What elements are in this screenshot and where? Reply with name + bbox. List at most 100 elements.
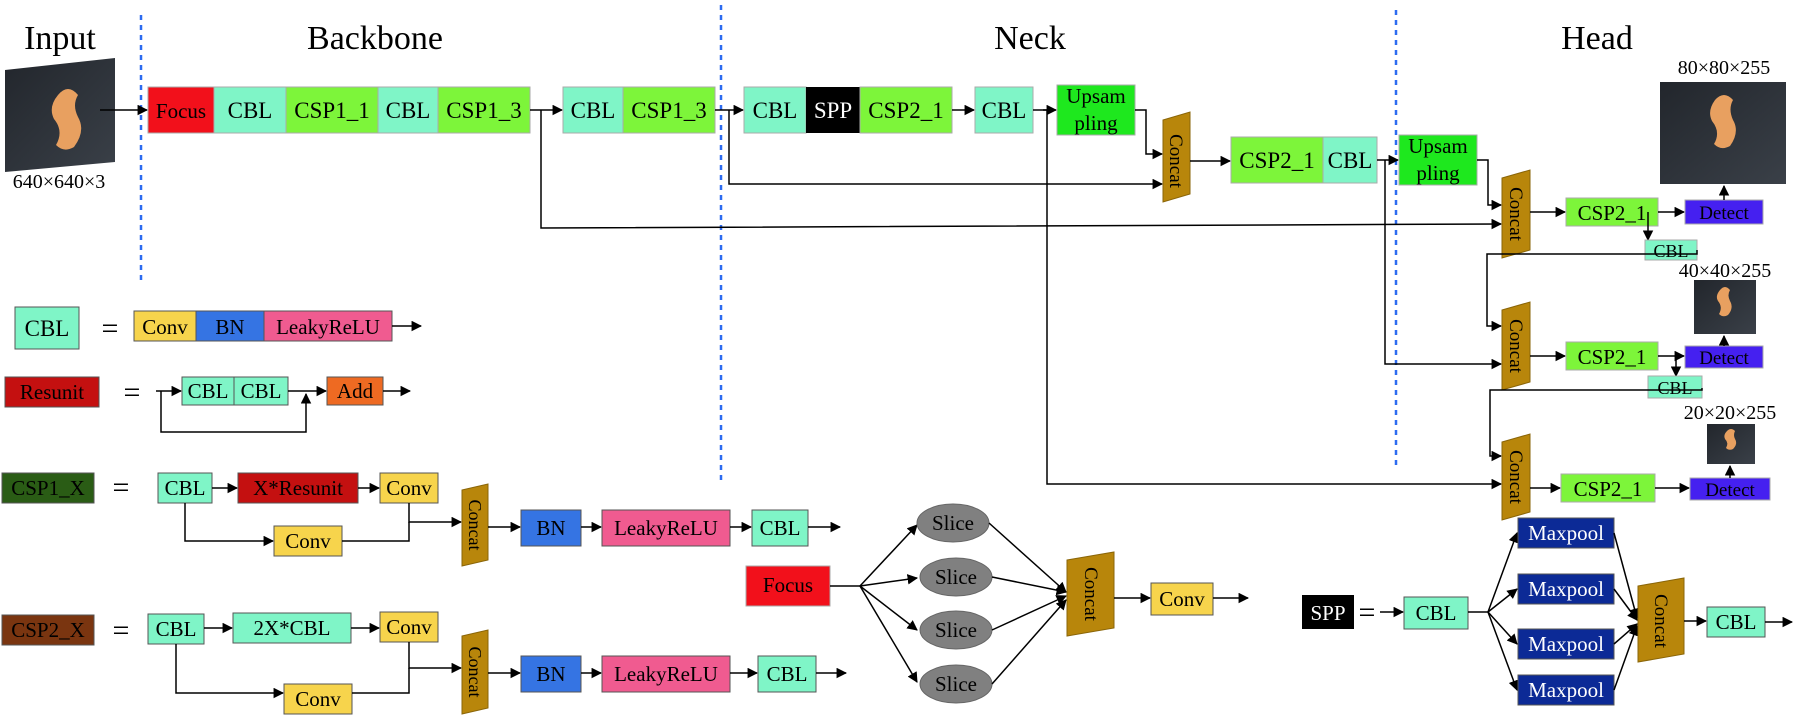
cbl-label-h2: CBL [1657, 378, 1692, 398]
legend-focus-concat [1066, 551, 1115, 637]
legend-focus-label: Focus [763, 573, 813, 597]
arrow-cbl1-concat-h2 [1486, 250, 1698, 332]
legend-resunit-add-label: Add [337, 379, 374, 403]
concat-label-h2: Concat [1505, 319, 1526, 374]
legend-csp1x-conv1 [379, 472, 439, 504]
legend-slice-3-label: Slice [935, 618, 977, 642]
legend-cbl-bn-label: BN [215, 315, 244, 339]
legend-maxpool-4-label: Maxpool [1528, 678, 1604, 702]
legend-focus-concat-label: Concat [1080, 567, 1101, 622]
csp1-3-block [437, 86, 531, 134]
legend-cbl-leaky-label: LeakyReLU [276, 315, 380, 339]
cbl-label-n2: CBL [982, 98, 1027, 123]
cbl-block-b2 [377, 86, 439, 134]
legend-csp1x-bn [520, 509, 582, 547]
output-size-small: 20×20×255 [1684, 402, 1777, 424]
section-title-neck: Neck [994, 20, 1066, 57]
arrow-cbl2-concat-h3 [1489, 388, 1703, 462]
csp1-3-label: CSP1_3 [446, 98, 521, 123]
legend-csp1x-merge2 [342, 522, 410, 542]
legend-csp1x-label: CSP1_X [11, 476, 85, 500]
legend-maxpool-1-label: Maxpool [1528, 521, 1604, 545]
output-object-large [1710, 95, 1736, 149]
spp-block [806, 87, 860, 133]
arrow-upsample2-concat [1477, 159, 1503, 211]
legend-maxpool-1 [1517, 517, 1615, 549]
legend-spp-box [1302, 595, 1354, 629]
legend-spp-concat-label: Concat [1650, 594, 1671, 649]
legend-csp1x-cbl-label: CBL [165, 476, 206, 500]
cbl-block-n2 [974, 86, 1034, 134]
legend-spp-concat [1637, 577, 1685, 663]
cbl-label-b1: CBL [228, 98, 273, 123]
legend-spp-cbl-label: CBL [1416, 601, 1457, 625]
cbl-block-n3 [1322, 136, 1378, 184]
legend-resunit-cbl2-label: CBL [241, 379, 282, 403]
legend-focus-box [745, 565, 831, 607]
section-title-input: Input [24, 20, 96, 57]
legend-spp-fanin [1613, 532, 1640, 691]
legend-spp-cbl-out-label: CBL [1716, 610, 1757, 634]
legend-csp1x-resunit-label: X*Resunit [253, 476, 343, 500]
legend-cbl-bn [195, 310, 265, 342]
detect-label-3: Detect [1705, 480, 1755, 501]
upsample-label-2b: pling [1416, 161, 1460, 185]
legend-csp1x-cbl-out-label: CBL [760, 516, 801, 540]
legend-cbl-equals: = [102, 312, 119, 345]
legend-csp1x-leaky-label: LeakyReLU [614, 516, 718, 540]
legend-csp1x-equals: = [113, 471, 130, 504]
legend-slice-4-label: Slice [935, 672, 977, 696]
legend-csp1x-concat [461, 483, 489, 567]
output-size-medium: 40×40×255 [1679, 260, 1772, 282]
legend-spp-cbl-out [1706, 606, 1766, 638]
concat-label-h1: Concat [1505, 187, 1526, 242]
legend-resunit-label: Resunit [20, 380, 84, 404]
csp2-1-block-h1 [1565, 197, 1659, 227]
output-object-small [1724, 429, 1737, 450]
legend-csp2x-leaky [601, 655, 731, 693]
cbl-block-b1 [213, 86, 287, 134]
concat-label-h3: Concat [1505, 450, 1526, 505]
cbl-label-b2: CBL [386, 98, 431, 123]
legend-maxpool-3-label: Maxpool [1528, 632, 1604, 656]
legend-csp2x-2xcbl [232, 612, 352, 644]
legend-csp2x-equals: = [113, 614, 130, 647]
legend-resunit-equals: = [124, 376, 141, 409]
legend-maxpool-3 [1517, 628, 1615, 660]
legend-csp1x-conv2 [273, 525, 343, 557]
legend-csp2x-merge2 [352, 668, 410, 694]
upsample-label-2a: Upsam [1408, 134, 1468, 158]
legend-csp1x-merge1 [408, 503, 463, 528]
legend-cbl-conv-label: Conv [142, 315, 188, 339]
legend-csp1x-box [1, 472, 95, 504]
legend-slice-2-label: Slice [935, 565, 977, 589]
legend-cbl-label: CBL [25, 316, 70, 341]
legend-csp2x-concat [461, 629, 489, 715]
legend-resunit-box [4, 376, 100, 408]
legend-csp2x-label: CSP2_X [11, 618, 85, 642]
legend-csp1x-conv2-label: Conv [285, 529, 331, 553]
legend-csp1x-resunit [237, 472, 359, 504]
arrow-upsample-concat [1135, 109, 1164, 160]
spp-label: SPP [814, 98, 852, 123]
legend-focus-conv [1150, 582, 1214, 616]
arrow-neck-concat-h3 [1043, 109, 1503, 490]
legend-focus-conv-label: Conv [1159, 587, 1205, 611]
legend-csp2x-bn-label: BN [536, 662, 565, 686]
arrow-csp13-concat [728, 110, 1164, 190]
concat-block-n1 [1162, 111, 1191, 203]
legend-csp2x-conv1 [379, 611, 439, 643]
section-dividers [139, 5, 1398, 480]
legend-csp1x-bn-label: BN [536, 516, 565, 540]
csp2-1-label-h1: CSP2_1 [1578, 201, 1647, 225]
legend-csp1x-conv1-label: Conv [386, 476, 432, 500]
concat-block-h3 [1501, 433, 1531, 521]
legend-spp-equals: = [1359, 596, 1376, 629]
cbl-block-n1 [743, 86, 807, 134]
legend-resunit-cbl2 [233, 376, 289, 406]
legend-focus-fanout [830, 524, 919, 683]
cbl-label-n3: CBL [1328, 148, 1373, 173]
legend-csp2x-concat-label: Concat [465, 647, 485, 698]
legend-csp1x-leaky [601, 509, 731, 547]
